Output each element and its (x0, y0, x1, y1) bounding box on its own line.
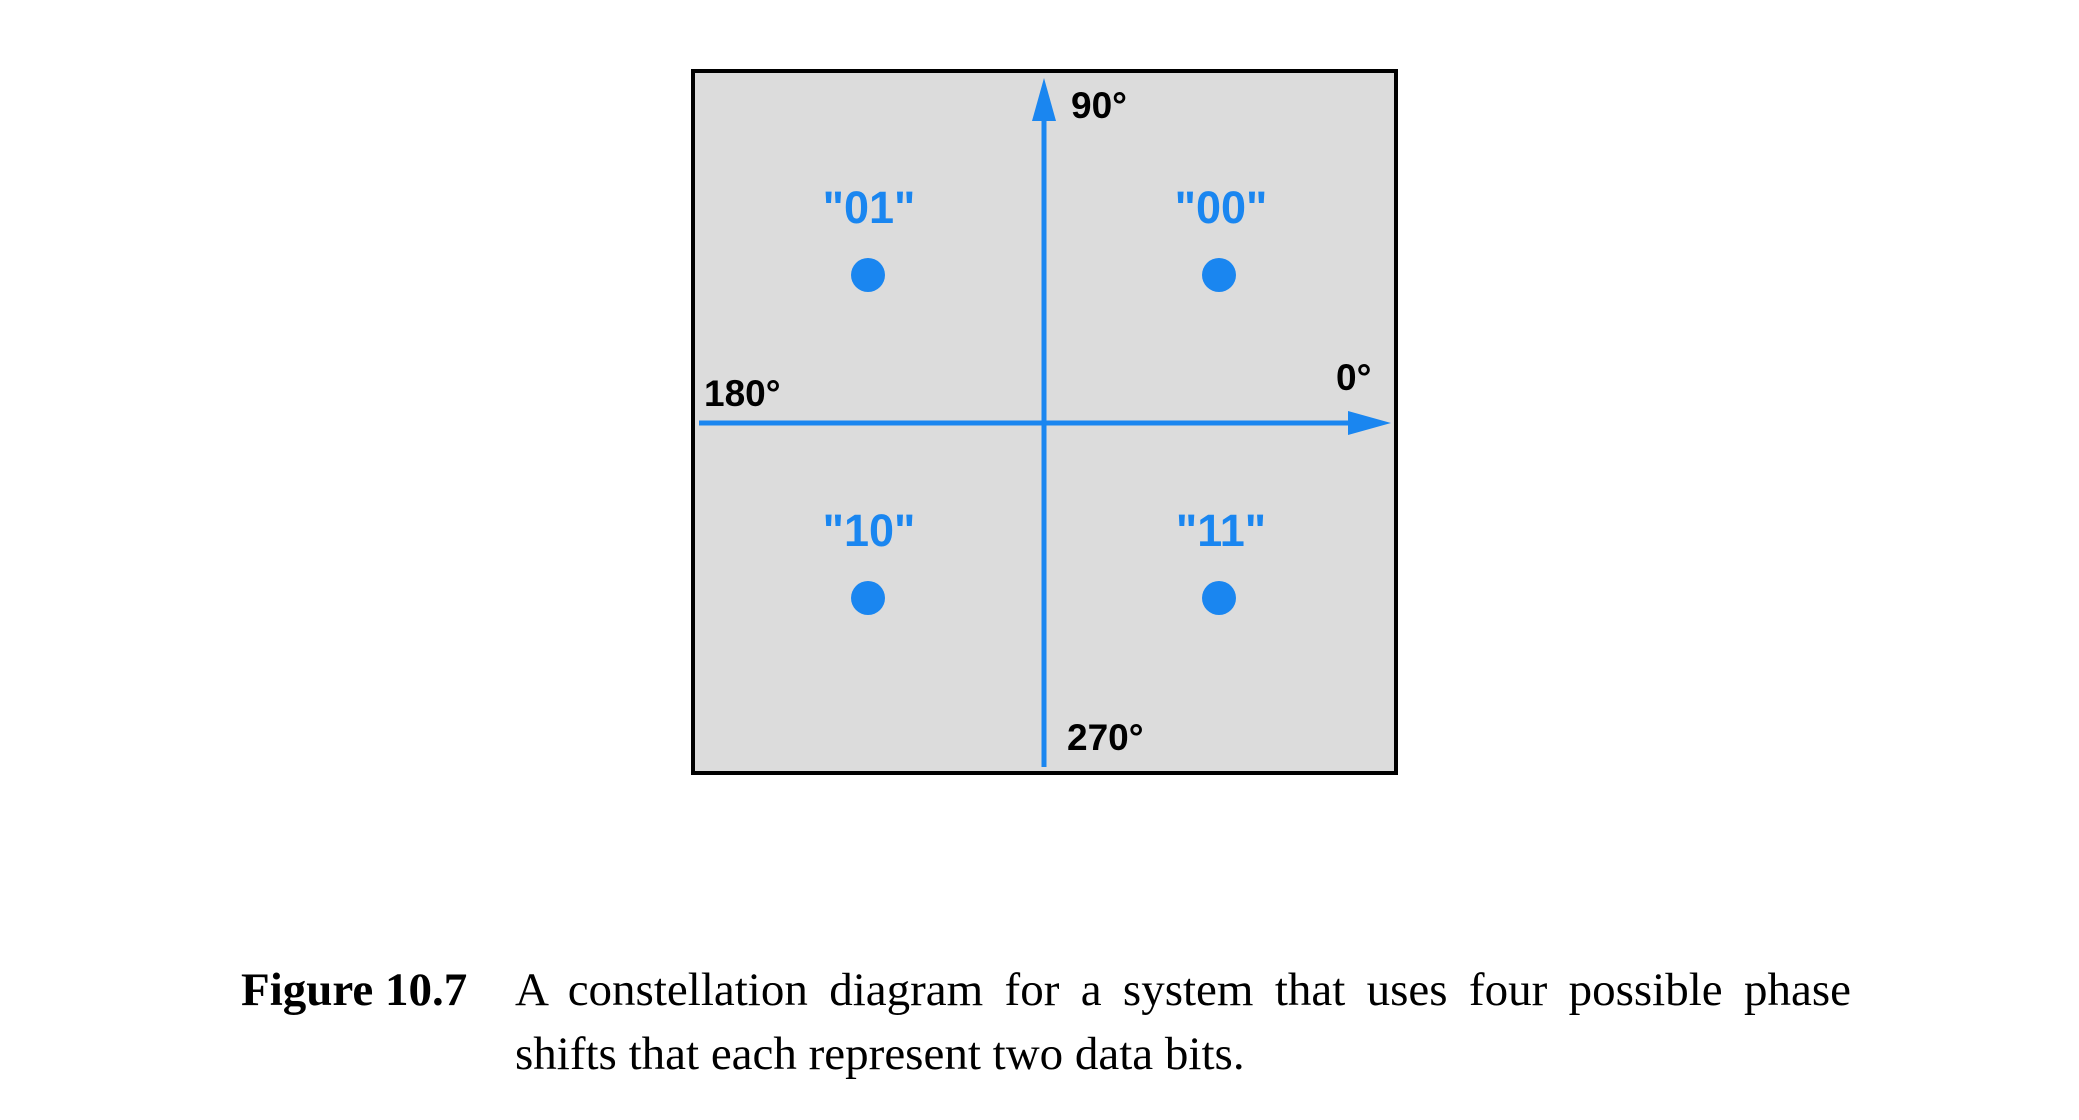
constellation-point-00 (1202, 258, 1236, 292)
axis-label-270: 270° (1067, 717, 1144, 758)
caption-text: A constellation diagram for a system tha… (515, 964, 1851, 1080)
axis-label-0: 0° (1336, 357, 1371, 398)
point-label-00: "00" (1175, 182, 1268, 233)
figure-number: Figure 10.7 (241, 964, 468, 1016)
axis-label-180: 180° (704, 373, 781, 414)
constellation-point-10 (851, 581, 885, 615)
constellation-point-11 (1202, 581, 1236, 615)
axis-label-90: 90° (1071, 85, 1127, 126)
point-label-11: "11" (1176, 505, 1266, 556)
vertical-axis-arrowhead (1032, 78, 1056, 121)
figure-caption: Figure 10.7 A constellation diagram for … (241, 958, 1851, 1086)
horizontal-axis-arrowhead (1348, 411, 1391, 435)
point-label-10: "10" (823, 505, 916, 556)
constellation-point-01 (851, 258, 885, 292)
point-label-01: "01" (823, 182, 916, 233)
